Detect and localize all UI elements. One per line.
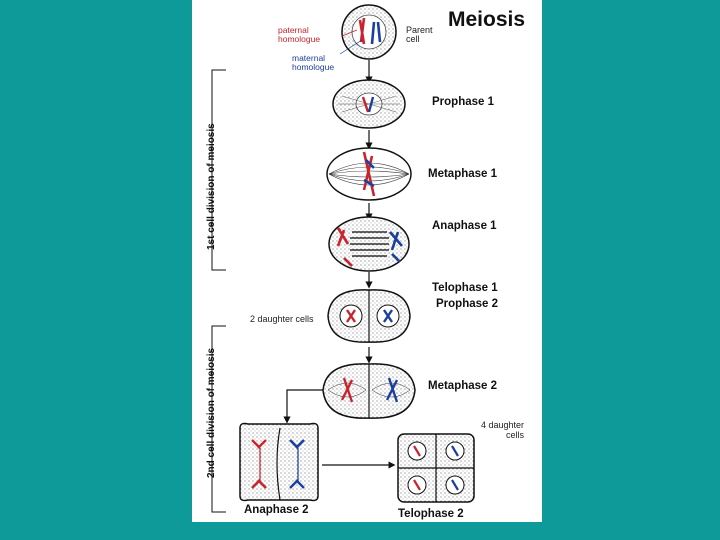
cell-telophase-2 — [397, 433, 475, 503]
label-anaphase-1: Anaphase 1 — [432, 220, 497, 232]
label-metaphase-2: Metaphase 2 — [428, 380, 498, 392]
cell-anaphase-1 — [328, 216, 410, 272]
label-two-daughter-cells: 2 daughter cells — [250, 314, 314, 324]
label-paternal-homologue: paternal homologue — [278, 25, 321, 44]
label-telophase-1: Telophase 1 — [432, 282, 498, 294]
diagram-panel: Meiosis Parent cell paternal homologue m… — [192, 0, 542, 522]
label-four-daughter-cells: 4 daughter cells — [480, 420, 524, 440]
label-metaphase-1: Metaphase 1 — [428, 168, 498, 180]
label-prophase-2: Prophase 2 — [436, 298, 498, 310]
label-telophase-2: Telophase 2 — [398, 508, 464, 520]
diagram-title: Meiosis — [448, 8, 526, 31]
division-bracket-first — [211, 69, 226, 271]
cell-anaphase-2 — [239, 422, 319, 502]
label-anaphase-2: Anaphase 2 — [244, 504, 309, 516]
cell-metaphase-2 — [322, 363, 416, 419]
cell-metaphase-1 — [326, 147, 412, 201]
cell-telophase-1 — [327, 289, 411, 343]
label-parent-cell: Parent cell — [406, 25, 433, 44]
label-second-division: 2nd cell division of meiosis — [206, 347, 217, 478]
label-first-division: 1st cell division of meiosis — [206, 123, 217, 250]
parent-cell — [339, 4, 397, 60]
label-prophase-1: Prophase 1 — [432, 96, 494, 108]
stage-arrows — [283, 60, 396, 469]
cell-prophase-1 — [332, 79, 406, 129]
meiosis-diagram — [211, 4, 475, 513]
division-bracket-second — [211, 325, 226, 513]
label-maternal-homologue: maternal homologue — [292, 53, 335, 72]
